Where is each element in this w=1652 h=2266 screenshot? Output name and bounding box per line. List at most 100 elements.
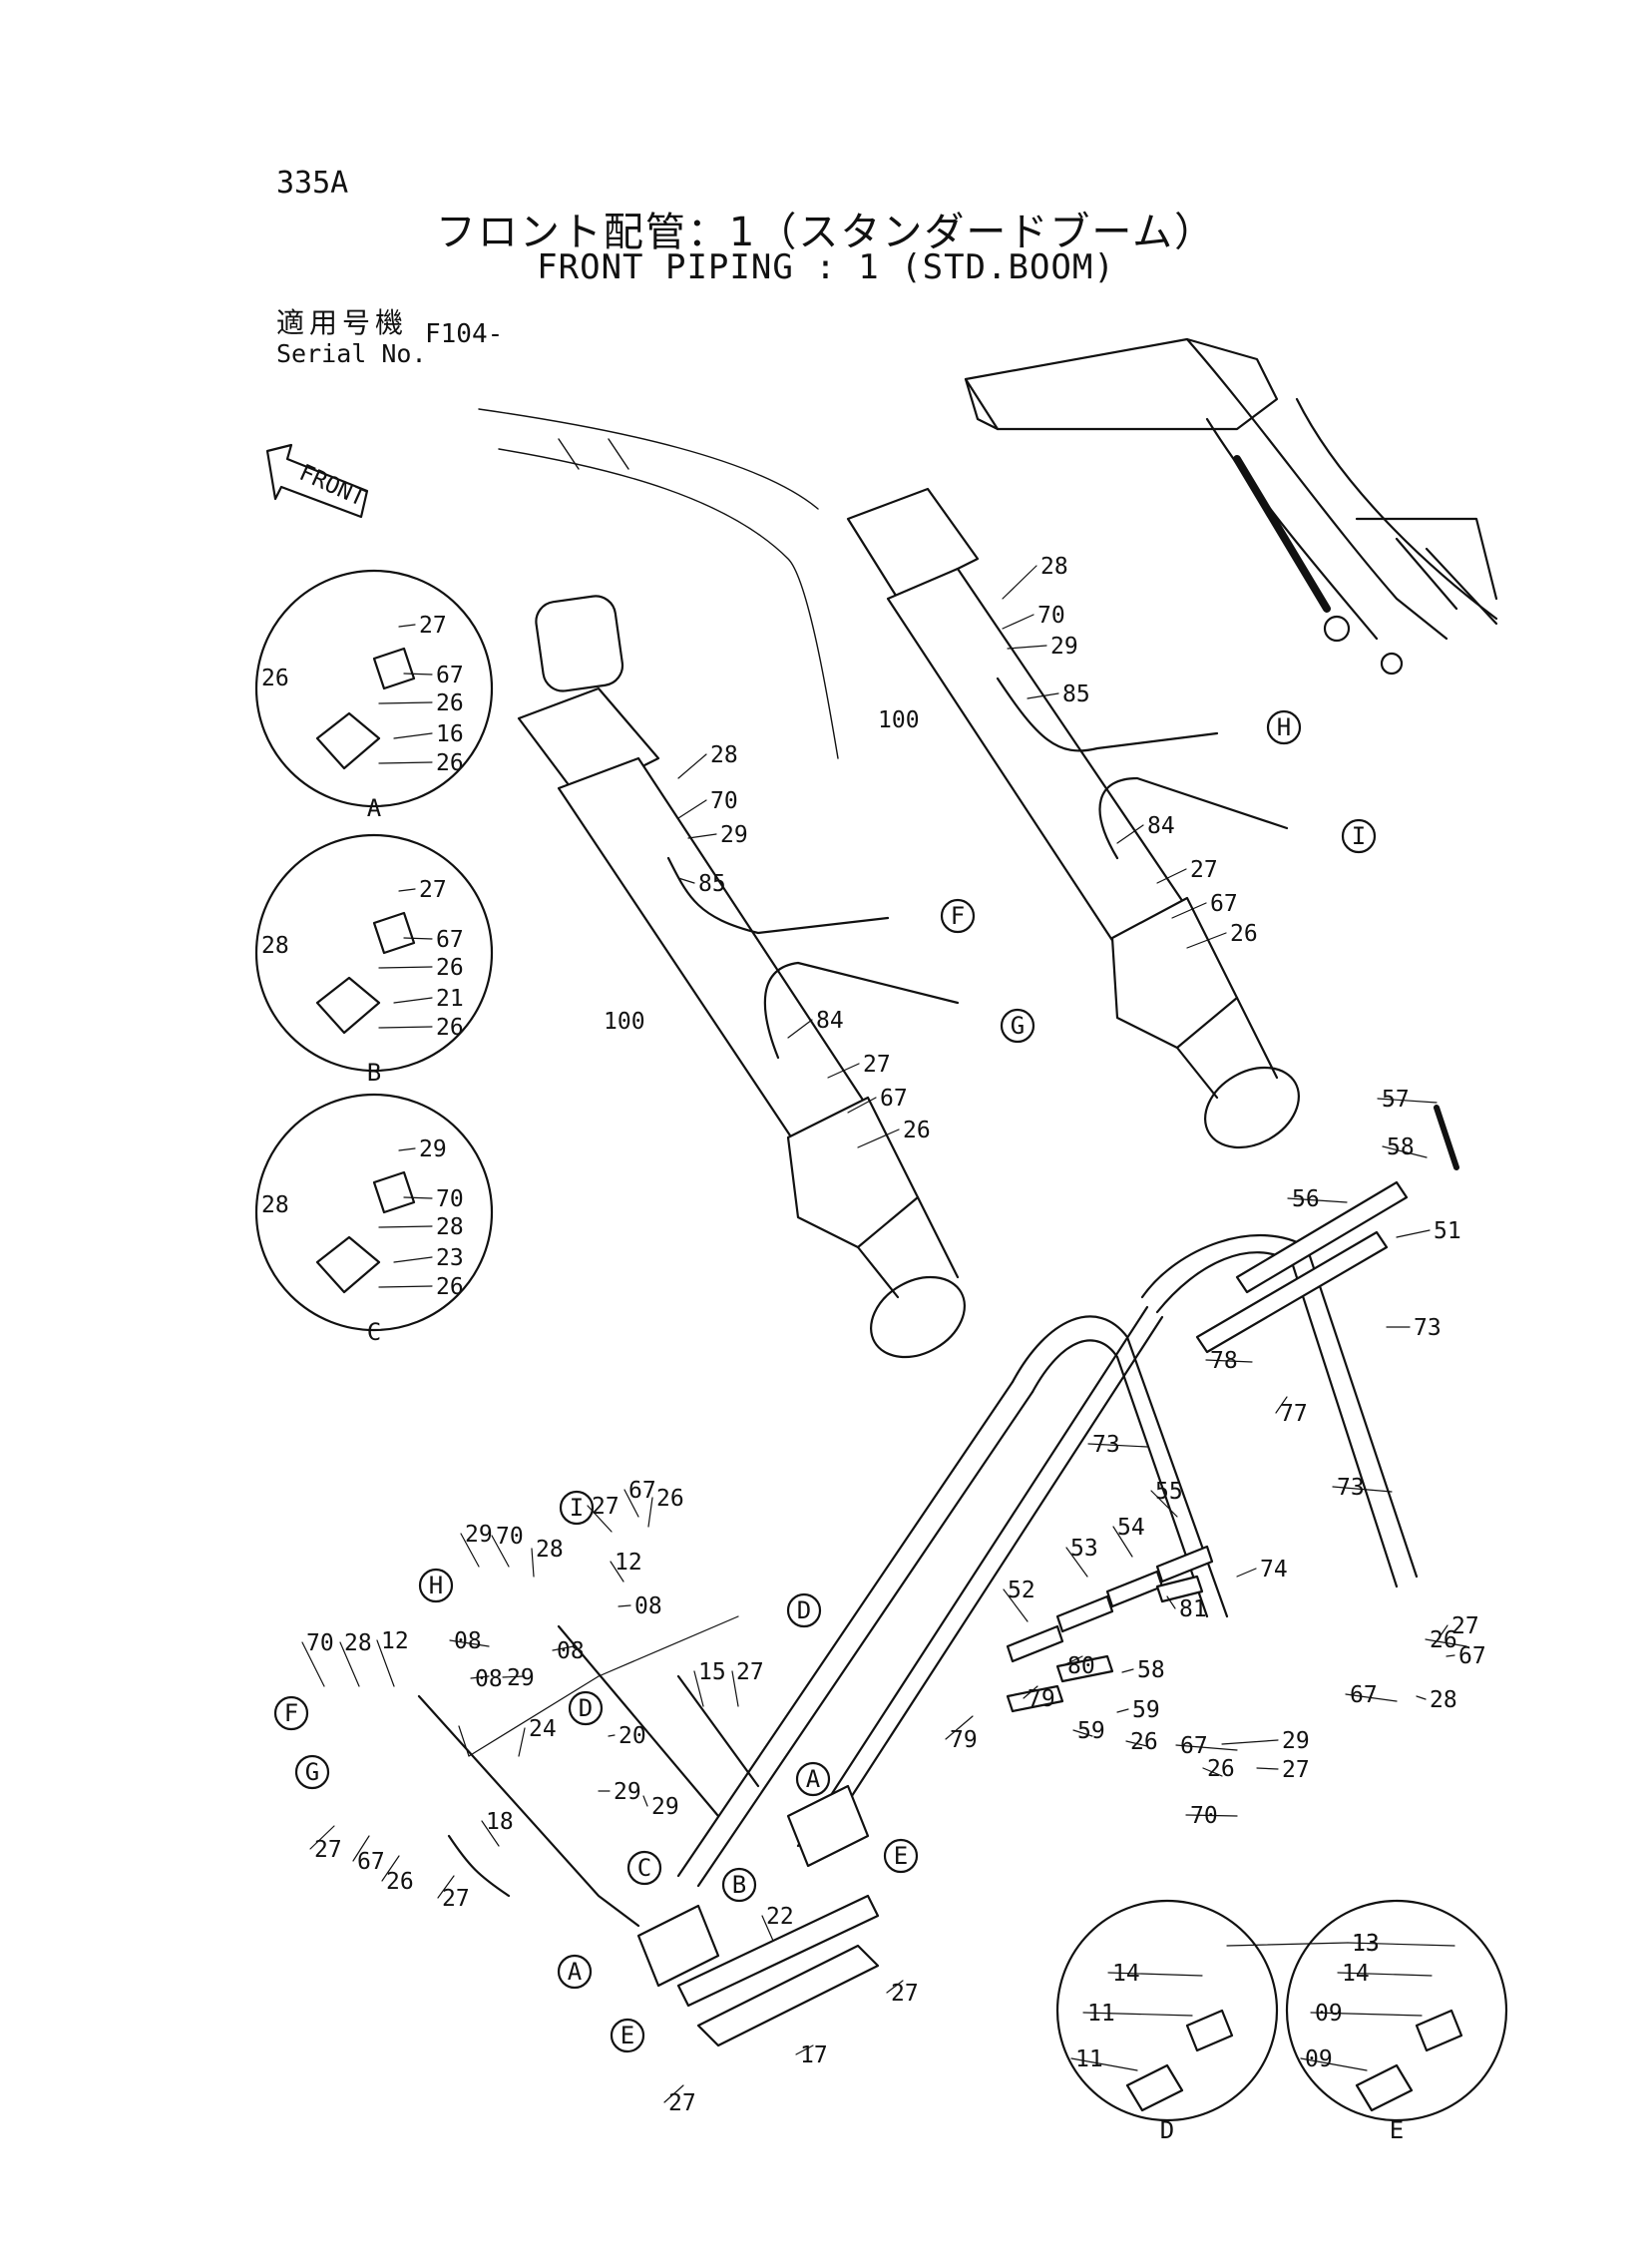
lower-part-6-leader xyxy=(610,1561,624,1583)
boom-cylinder-left xyxy=(517,595,966,1359)
marker-a-left: A xyxy=(557,1954,593,1990)
pipe-part-31-leader xyxy=(1185,1814,1238,1817)
lower-part-12-leader xyxy=(376,1639,395,1687)
pipe-part-3: 51 xyxy=(1434,1218,1461,1244)
detail-c-part-1: 70 xyxy=(436,1186,464,1212)
pipe-part-8: 73 xyxy=(1337,1475,1365,1501)
pipe-part-18-leader xyxy=(1072,1729,1093,1737)
page-title-english: FRONT PIPING : 1 (STD.BOOM) xyxy=(537,247,1115,287)
detail-d-part-2: 11 xyxy=(1087,2001,1115,2027)
pipe-part-15-leader xyxy=(1121,1668,1134,1673)
pipe-part-14-leader xyxy=(1166,1595,1176,1609)
detail-e-part-1-leader xyxy=(1337,1972,1433,1977)
left-cylinder-part-6: 27 xyxy=(863,1052,891,1078)
detail-c-part-3: 28 xyxy=(436,1214,464,1240)
right-cylinder-part-1: 70 xyxy=(1037,603,1065,629)
lower-part-26: 22 xyxy=(766,1904,794,1930)
lower-part-11-leader xyxy=(339,1641,360,1687)
pipe-part-13: 52 xyxy=(1008,1578,1035,1603)
marker-a-right: A xyxy=(795,1761,831,1797)
right-cylinder-part-8: 26 xyxy=(1230,921,1258,947)
detail-d-part-0-leader xyxy=(1226,1942,1349,1947)
lower-part-16: 67 xyxy=(357,1849,385,1875)
left-cylinder-part-2: 29 xyxy=(720,822,748,848)
svg-text:G: G xyxy=(305,1758,319,1786)
detail-a-part-4-leader xyxy=(393,732,433,739)
right-cylinder-part-5-leader xyxy=(1116,824,1144,844)
detail-view-b-label: B xyxy=(367,1059,381,1087)
lower-part-1-leader xyxy=(623,1489,639,1518)
lower-part-22-leader xyxy=(693,1670,704,1707)
right-cylinder-part-7: 67 xyxy=(1210,891,1238,917)
detail-c-part-4-leader xyxy=(393,1256,433,1263)
lower-part-2-leader xyxy=(647,1497,653,1528)
left-cylinder-part-1-leader xyxy=(677,799,707,819)
svg-text:F: F xyxy=(951,902,965,930)
svg-text:D: D xyxy=(579,1694,593,1722)
lower-part-18: 27 xyxy=(442,1886,470,1912)
lower-part-4-leader xyxy=(491,1535,510,1568)
detail-e-part-2-leader xyxy=(1310,2012,1423,2017)
left-cylinder-part-3-leader xyxy=(677,877,695,884)
pipe-part-20: 79 xyxy=(1028,1686,1055,1712)
detail-c-part-2: 28 xyxy=(261,1192,289,1218)
boom-cylinder-right xyxy=(846,487,1300,1149)
pipe-part-24-leader xyxy=(1446,1654,1455,1657)
detail-a-part-1-leader xyxy=(403,673,433,676)
pipe-part-31: 70 xyxy=(1190,1803,1218,1829)
right-cylinder-part-2-leader xyxy=(1007,645,1047,650)
detail-view-d-label: D xyxy=(1160,2116,1174,2144)
pipe-part-25-leader xyxy=(1345,1693,1398,1702)
detail-a-part-3: 26 xyxy=(261,666,289,691)
svg-text:E: E xyxy=(620,2022,634,2049)
left-cylinder-part-0: 28 xyxy=(710,742,738,768)
pipe-part-26: 28 xyxy=(1430,1687,1457,1713)
detail-a-part-5-leader xyxy=(378,761,433,764)
pipe-part-19-leader xyxy=(945,1715,974,1740)
detail-a-part-0-leader xyxy=(398,624,416,628)
left-cylinder-part-3: 85 xyxy=(698,871,726,897)
detail-view-a: A xyxy=(254,569,494,822)
lower-part-5-leader xyxy=(531,1548,535,1578)
pipe-part-12: 53 xyxy=(1070,1536,1098,1562)
right-cylinder-part-7-leader xyxy=(1171,902,1207,919)
lower-part-11: 28 xyxy=(344,1630,372,1656)
pipe-part-0: 57 xyxy=(1382,1087,1410,1113)
pipe-part-19: 79 xyxy=(950,1727,978,1753)
pipe-part-28-leader xyxy=(1256,1767,1279,1770)
detail-c-part-0-leader xyxy=(398,1147,416,1151)
lower-part-13-leader xyxy=(449,1639,490,1647)
detail-e-part-2: 09 xyxy=(1315,2001,1343,2027)
lower-part-14-leader xyxy=(470,1675,490,1679)
lower-part-4: 70 xyxy=(496,1524,524,1550)
lower-part-22: 15 xyxy=(698,1659,726,1685)
page-title-japanese: フロント配管：1（スタンダードブーム） xyxy=(435,210,1217,255)
detail-c-part-3-leader xyxy=(378,1225,433,1228)
svg-text:A: A xyxy=(568,1958,583,1986)
svg-text:H: H xyxy=(1277,713,1291,741)
lower-part-14: 08 xyxy=(475,1666,503,1692)
left-cylinder-part-4: 100 xyxy=(604,1009,645,1035)
svg-text:I: I xyxy=(1352,822,1366,850)
cylinder-hoses xyxy=(666,677,1289,1060)
pipe-part-5: 78 xyxy=(1210,1348,1238,1374)
svg-text:G: G xyxy=(1011,1012,1025,1040)
detail-a-part-4: 16 xyxy=(436,721,464,747)
lower-part-19: 24 xyxy=(529,1716,557,1742)
lower-part-13: 08 xyxy=(454,1628,482,1654)
lower-part-3-leader xyxy=(460,1533,480,1568)
lower-part-21: 20 xyxy=(619,1723,646,1749)
detail-b-part-3: 26 xyxy=(436,955,464,981)
lower-part-10: 70 xyxy=(306,1630,334,1656)
pipe-part-18: 59 xyxy=(1077,1718,1105,1744)
marker-h-lower: H xyxy=(418,1568,454,1603)
lower-part-23-leader xyxy=(731,1670,739,1707)
valve-piping-block xyxy=(417,1615,880,2047)
detail-e-part-0-leader xyxy=(1347,1942,1455,1947)
lower-part-25-leader xyxy=(642,1795,648,1807)
lower-part-7-leader xyxy=(618,1604,631,1607)
svg-text:E: E xyxy=(894,1842,908,1870)
pipe-part-15: 58 xyxy=(1137,1657,1165,1683)
left-cylinder-part-8-leader xyxy=(857,1129,900,1148)
marker-i-lower: I xyxy=(559,1490,595,1526)
